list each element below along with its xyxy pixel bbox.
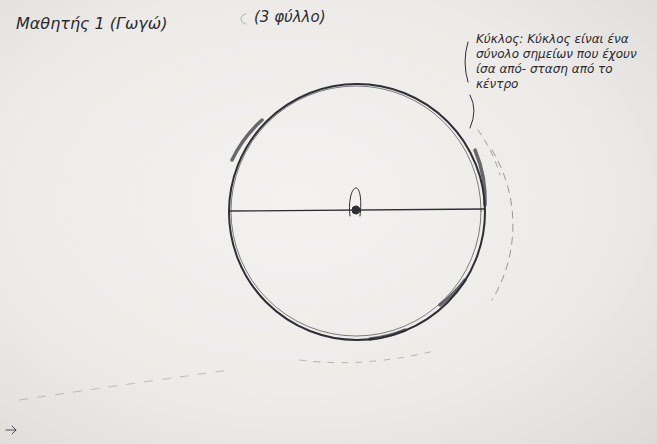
definition-note: Κύκλος: Κύκλος είναι ένα σύνολο σημείων …	[476, 32, 648, 92]
pencil-stroke	[232, 120, 262, 160]
margin-mark	[6, 426, 16, 434]
faint-arc	[300, 352, 430, 363]
note-bracket	[465, 42, 468, 82]
circle-outline	[229, 84, 485, 340]
center-mark	[349, 188, 360, 216]
faint-stroke	[20, 370, 230, 400]
center-point	[352, 206, 360, 214]
pencil-stroke	[475, 150, 485, 205]
note-bracket	[470, 95, 474, 128]
pencil-stroke	[440, 280, 465, 305]
faint-arc	[478, 130, 500, 175]
handwritten-label: Μαθητής 1 (Γωγώ)	[16, 14, 216, 34]
handwritten-label: (3 φύλλο)	[254, 8, 374, 27]
faint-mark	[241, 14, 246, 24]
faint-arc	[492, 150, 513, 300]
pencil-stroke	[370, 330, 405, 339]
